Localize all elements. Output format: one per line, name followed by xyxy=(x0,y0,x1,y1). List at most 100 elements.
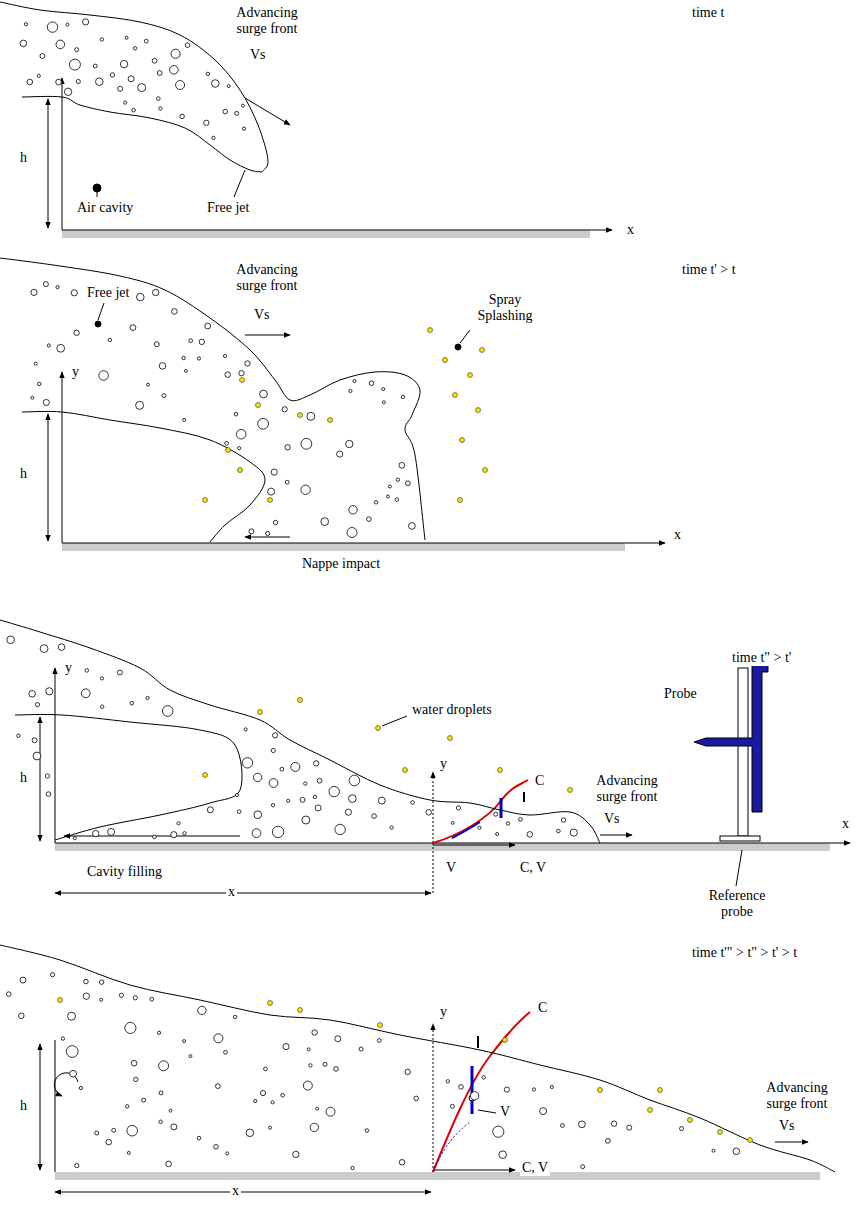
label-text: h xyxy=(18,770,29,786)
label-text: Air cavity xyxy=(75,200,135,216)
leader-line xyxy=(382,716,407,726)
jet-surface xyxy=(0,620,600,843)
bubble xyxy=(315,805,321,811)
bubble xyxy=(377,1039,381,1043)
ground xyxy=(62,230,590,238)
bubble xyxy=(27,79,33,85)
bubble xyxy=(180,114,185,119)
bubble xyxy=(24,23,27,26)
bubble xyxy=(351,1166,354,1169)
bubble xyxy=(75,48,79,52)
bubble xyxy=(84,979,89,984)
bubble xyxy=(47,344,50,347)
bubble xyxy=(237,810,241,814)
bubble xyxy=(212,136,215,139)
bubble xyxy=(470,1092,478,1100)
bubble xyxy=(316,1107,319,1110)
ground xyxy=(55,1172,820,1180)
bubble xyxy=(159,363,166,370)
bubble xyxy=(57,344,65,352)
x-dimension xyxy=(55,1192,431,1193)
bubble xyxy=(101,705,104,708)
bubble xyxy=(137,293,145,301)
y-axis xyxy=(55,668,56,843)
bubble xyxy=(611,1121,616,1126)
bubble xyxy=(73,837,76,840)
panel-three xyxy=(40,664,850,893)
panel-one xyxy=(48,78,612,238)
bubble xyxy=(100,38,103,41)
label-text: V xyxy=(498,1104,512,1120)
leader-line xyxy=(234,170,245,197)
bubble xyxy=(34,362,37,365)
y-axis xyxy=(62,372,63,543)
bubble xyxy=(19,1013,25,1019)
bubble xyxy=(20,977,26,983)
label-text: C xyxy=(533,773,546,789)
water-droplet xyxy=(448,736,453,741)
bubble xyxy=(81,689,90,698)
concentration-profile xyxy=(433,780,528,843)
bubble xyxy=(271,469,277,475)
bubble xyxy=(76,79,80,83)
bubble xyxy=(214,1034,223,1043)
bubble xyxy=(399,1160,405,1166)
bubble xyxy=(349,795,357,803)
bubble xyxy=(119,993,123,997)
bubble xyxy=(176,81,185,90)
bubble xyxy=(244,728,247,731)
bubble xyxy=(335,824,345,834)
bubble xyxy=(20,40,27,47)
bubble xyxy=(50,973,54,977)
bubble xyxy=(189,339,193,343)
label-text: water droplets xyxy=(410,702,494,718)
local-y-axis xyxy=(433,1024,434,1172)
bubble xyxy=(93,830,99,836)
flow-arrow xyxy=(245,537,290,538)
bubble xyxy=(93,64,97,68)
bubble xyxy=(260,1091,265,1096)
bubble xyxy=(323,1062,327,1066)
bubble xyxy=(293,1151,299,1157)
label-text: Reference probe xyxy=(700,888,774,920)
leader-dot xyxy=(93,184,101,192)
bubble xyxy=(236,429,246,439)
bubble xyxy=(365,1129,369,1133)
label-text: Vs xyxy=(248,47,268,63)
bubble xyxy=(579,1121,586,1128)
bubble xyxy=(66,23,69,26)
bubble xyxy=(71,290,77,296)
bubble xyxy=(171,1124,177,1130)
x-dimension xyxy=(55,893,431,894)
bubble xyxy=(254,811,262,819)
water-droplet xyxy=(748,1138,753,1143)
label-text: time t'" > t" > t' > t xyxy=(690,945,799,961)
label-text: Advancing surge front xyxy=(755,1080,839,1112)
label-text: Probe xyxy=(662,686,699,702)
bubble xyxy=(269,1126,272,1129)
label-text: time t' > t xyxy=(680,262,738,278)
bubble xyxy=(46,688,53,695)
bubble xyxy=(264,1067,268,1071)
bubble xyxy=(372,814,377,819)
bubble xyxy=(95,1131,99,1135)
bubble xyxy=(519,818,523,822)
bubble xyxy=(56,79,62,85)
bubble xyxy=(43,399,49,405)
cv-arrow xyxy=(433,1170,515,1171)
bubble xyxy=(245,361,250,366)
bubble xyxy=(150,997,154,1001)
water-droplet xyxy=(58,998,63,1003)
bubble xyxy=(378,797,385,804)
leader-line xyxy=(736,850,742,886)
bubble xyxy=(406,481,411,486)
concentration-profile xyxy=(433,1012,530,1172)
bubble xyxy=(345,809,351,815)
bubble xyxy=(386,495,389,498)
water-droplet xyxy=(458,498,463,503)
bubble xyxy=(31,289,37,295)
leader-line xyxy=(478,1110,496,1113)
bubble xyxy=(128,76,134,82)
bubble xyxy=(282,407,287,412)
